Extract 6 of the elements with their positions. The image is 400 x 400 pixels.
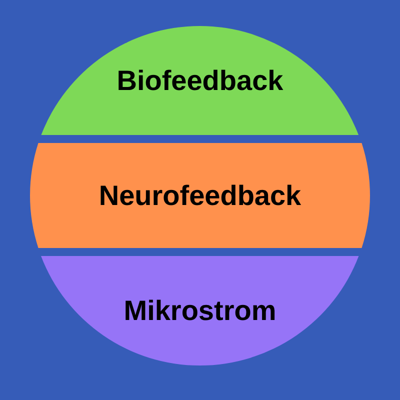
circle-segment-band bbox=[41, 26, 359, 135]
band-label: Mikrostrom bbox=[124, 295, 276, 327]
band-label: Neurofeedback bbox=[98, 180, 302, 212]
circle-segment-band bbox=[41, 256, 359, 366]
circle-segment-band bbox=[30, 143, 370, 248]
band-label: Biofeedback bbox=[116, 65, 284, 97]
